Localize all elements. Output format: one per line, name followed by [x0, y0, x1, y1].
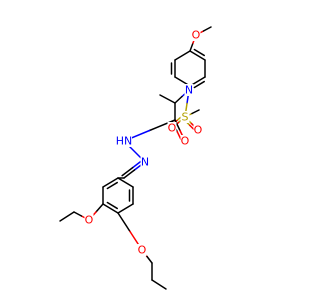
- atom-o-sulfonyl-bottom: O: [194, 124, 203, 137]
- atom-o-ethoxy: O: [85, 214, 94, 227]
- ring-bond-bottom-0: [117, 177, 134, 188]
- atom-o-sulfonyl-left: O: [168, 122, 177, 135]
- bond-o-ethyl: [73, 211, 83, 217]
- label-halo: [191, 29, 201, 41]
- ring-bond-bottom-2: [117, 203, 134, 214]
- label-halo: [137, 244, 147, 256]
- label-halo: [180, 111, 190, 123]
- label-halos: [84, 29, 203, 256]
- ring-bond-bottom-3: [102, 203, 119, 214]
- atom-o-methoxy: O: [192, 29, 201, 42]
- bond-ring-o-methoxy: [189, 42, 194, 52]
- ring-bond-top-2-second: [193, 80, 205, 89]
- ring-bond-top-5: [174, 50, 191, 61]
- label-halo: [193, 124, 203, 136]
- bond-c-o-carbonyl: [174, 119, 181, 132]
- bond-ring-o-ethoxy: [95, 203, 104, 213]
- bond-lines: [59, 26, 212, 290]
- ring-bond-bottom-5-second: [106, 181, 118, 190]
- bond-n-c-imine-second: [121, 166, 134, 177]
- bond-s-methyl: [191, 109, 200, 115]
- bond-c-nh: [148, 119, 176, 132]
- ring-bond-top-0-second: [193, 48, 205, 57]
- label-halo: [184, 84, 194, 96]
- ring-bond-top-0: [189, 50, 206, 61]
- bond-ring-o-propoxy: [117, 212, 131, 233]
- atom-nh-hydrazide: HN: [116, 135, 133, 148]
- label-halo: [167, 122, 177, 134]
- label-halo: [84, 214, 94, 226]
- bond-o-methyl: [202, 26, 212, 32]
- ring-bond-bottom-5: [102, 177, 119, 188]
- atom-o-propoxy: O: [138, 244, 147, 257]
- atom-o-carbonyl: O: [181, 135, 190, 148]
- atom-n-imine: N: [141, 156, 149, 169]
- ring-bond-bottom-3-second: [106, 201, 118, 210]
- label-halo: [140, 156, 150, 168]
- bond-ethyl-chain: [59, 211, 75, 222]
- label-halo: [180, 135, 190, 147]
- bond-calpha-methyl: [159, 94, 176, 104]
- atom-s-sulfonyl: S: [182, 111, 189, 124]
- label-halo: [116, 135, 132, 147]
- bond-n-c-imine: [123, 169, 136, 179]
- bond-n-calpha: [174, 95, 183, 104]
- atom-n-sulfonamide: N: [185, 84, 193, 97]
- atom-labels: O N S O O O HN N O O: [85, 29, 203, 257]
- bond-propyl-chain-2: [151, 279, 167, 290]
- chemical-structure-diagram: O N S O O O HN N O O: [59, 26, 212, 290]
- bond-o-propyl: [146, 255, 153, 264]
